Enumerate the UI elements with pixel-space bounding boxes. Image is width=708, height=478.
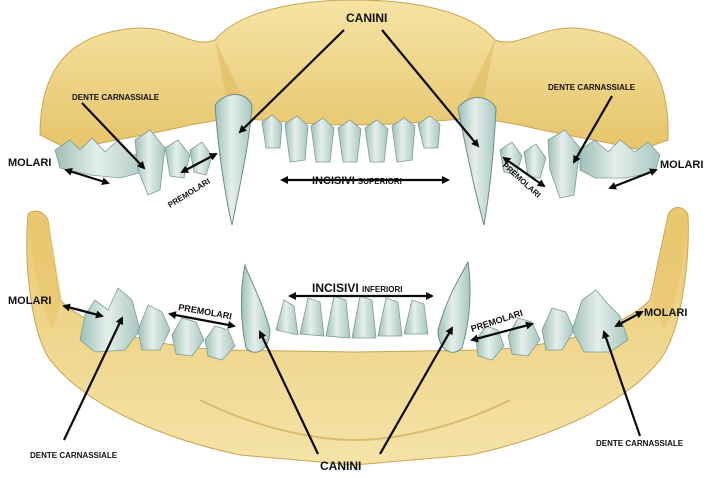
label-premolari-lower-left: PREMOLARI — [178, 302, 233, 321]
label-carnassiale-upper-right: DENTE CARNASSIALE — [548, 83, 636, 92]
label-molari-upper-left: MOLARI — [8, 157, 51, 169]
label-carnassiale-lower-right: DENTE CARNASSIALE — [596, 439, 684, 448]
label-premolari-upper-left: PREMOLARI — [166, 177, 211, 210]
label-molari-lower-right: MOLARI — [644, 307, 687, 319]
label-carnassiale-lower-left: DENTE CARNASSIALE — [30, 451, 118, 460]
label-molari-lower-left: MOLARI — [8, 295, 51, 307]
label-canini-top: CANINI — [346, 11, 387, 25]
label-canini-bottom: CANINI — [320, 459, 361, 473]
label-molari-upper-right: MOLARI — [660, 159, 703, 171]
label-carnassiale-upper-left: DENTE CARNASSIALE — [72, 93, 160, 102]
lower-teeth — [80, 262, 628, 360]
label-incisivi-inferiori: INCISIVI INFERIORI — [312, 281, 402, 295]
label-incisivi-superiori: INCISIVI SUPERIORI — [312, 175, 402, 187]
